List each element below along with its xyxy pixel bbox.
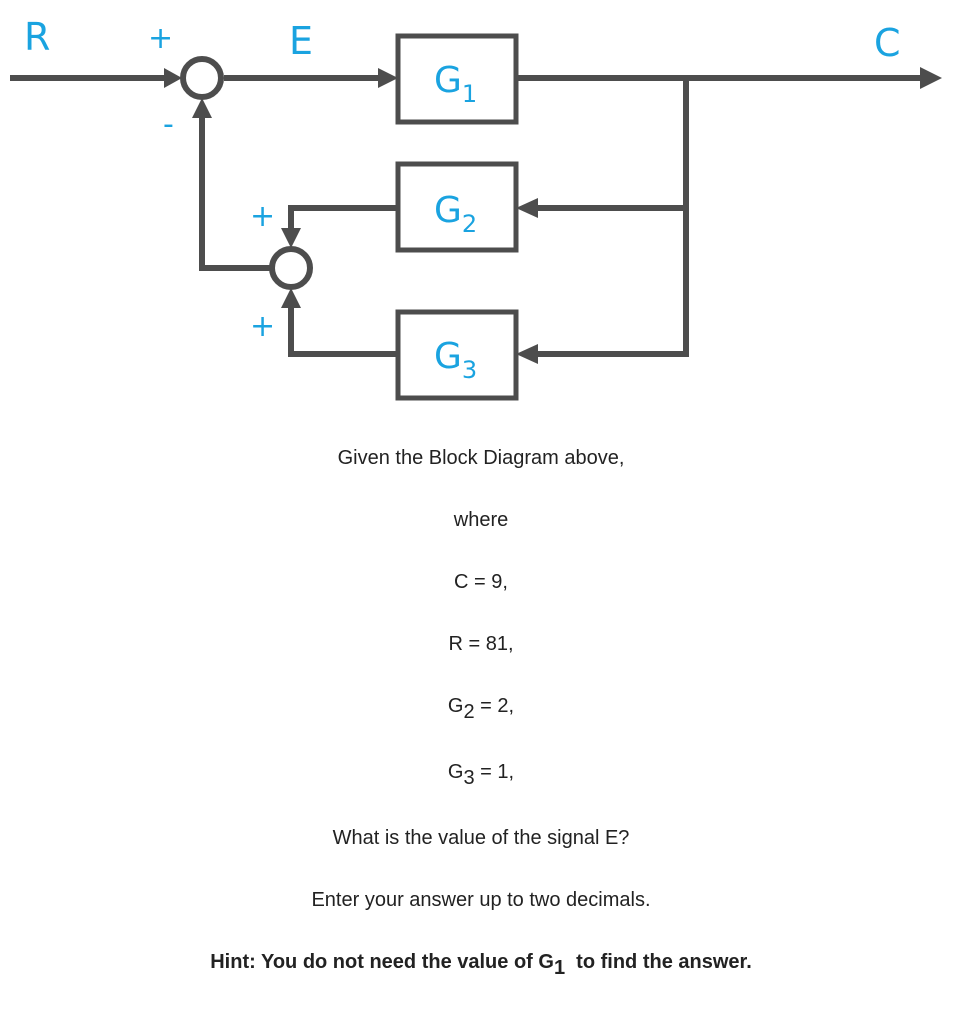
answer-instruction: Enter your answer up to two decimals. [311, 889, 651, 911]
arrow-into-g1 [378, 68, 398, 88]
block-g2 [395, 161, 519, 253]
inner-sum-to-main-sum [199, 110, 272, 271]
g3-to-inner-sum [288, 300, 398, 357]
signal-e-label: E [289, 19, 313, 63]
given-g2-value: G2 = 2, [447, 695, 515, 723]
question-ask: What is the value of the signal E? [332, 827, 630, 849]
arrow-into-g2 [516, 198, 538, 218]
block-g1 [395, 33, 519, 125]
block-g1-label: G1 [434, 60, 477, 108]
inner-sum-top-plus-sign: + [250, 199, 275, 234]
given-c-value: C = 9, [454, 571, 508, 593]
arrow-into-inner-sum-bottom [281, 288, 301, 308]
signal-c-label: C [874, 21, 901, 65]
arrow-into-inner-sum-top [281, 228, 301, 248]
block-g2-label: G2 [434, 190, 477, 238]
given-g3-value: G3 = 1, [447, 761, 515, 789]
arrow-output [920, 67, 942, 89]
hint-text: Hint: You do not need the value of G1 to… [210, 951, 752, 979]
inner-summing-junction [269, 246, 313, 290]
arrow-into-main-sum [164, 68, 182, 88]
question-intro: Given the Block Diagram above, [337, 447, 625, 469]
arrow-into-g3 [516, 344, 538, 364]
main-summing-junction [180, 56, 224, 100]
g2-to-inner-sum [288, 205, 398, 236]
question-where: where [453, 509, 509, 531]
block-g3 [395, 309, 519, 401]
signal-r-label: R [24, 15, 50, 59]
given-r-value: R = 81, [448, 633, 514, 655]
feedback-trunk [532, 78, 689, 357]
block-diagram: G1 G2 G3 R E C + - + + [10, 15, 942, 401]
block-g3-label: G3 [434, 336, 477, 384]
inner-sum-bottom-plus-sign: + [250, 309, 275, 344]
main-sum-plus-sign: + [148, 21, 173, 56]
main-sum-minus-sign: - [163, 107, 174, 142]
arrow-into-main-sum-bottom [192, 98, 212, 118]
